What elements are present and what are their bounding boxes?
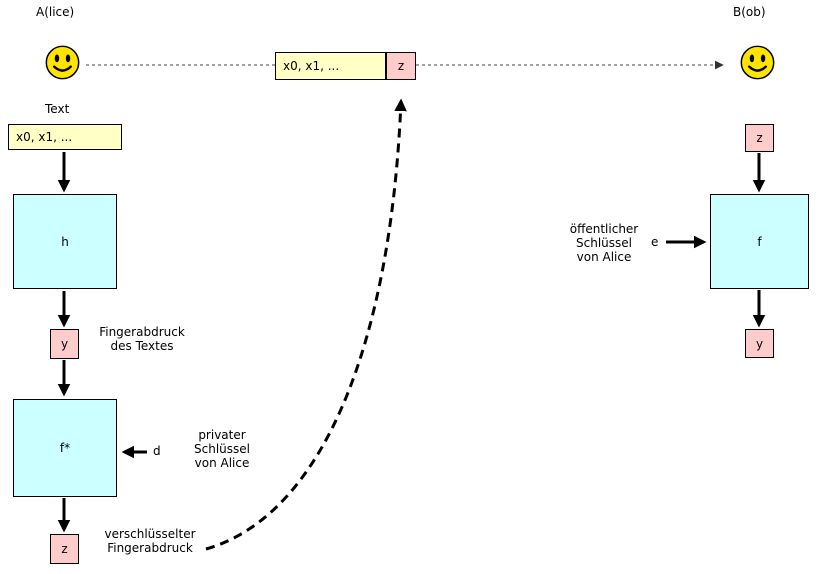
signature-caption: verschlüsselter Fingerabdruck <box>104 527 196 555</box>
recovered-fingerprint-box: y <box>745 329 774 358</box>
sign-function-box: f* <box>13 399 117 497</box>
fingerprint-box: y <box>50 329 79 359</box>
private-key-var: d <box>153 444 161 458</box>
plaintext-box: x0, x1, ... <box>8 124 122 150</box>
public-key-var: e <box>651 235 659 249</box>
received-signature-box: z <box>745 124 774 152</box>
alice-label: A(lice) <box>36 5 75 19</box>
bob-smiley-icon <box>739 44 776 81</box>
alice-smiley-icon <box>44 44 81 81</box>
transmitted-signature-box: z <box>386 52 416 80</box>
text-label: Text <box>45 102 70 116</box>
private-key-caption: privater Schlüssel von Alice <box>194 428 250 470</box>
public-key-caption: öffentlicher Schlüssel von Alice <box>569 222 639 264</box>
bob-label: B(ob) <box>733 5 766 19</box>
fingerprint-caption: Fingerabdruck des Textes <box>99 325 185 353</box>
transmitted-message-box: x0, x1, ... <box>275 52 386 80</box>
hash-function-box: h <box>13 194 117 289</box>
verify-function-box: f <box>710 194 809 289</box>
signature-to-transmission-curved-arrow <box>205 98 407 551</box>
signature-box: z <box>50 534 79 564</box>
